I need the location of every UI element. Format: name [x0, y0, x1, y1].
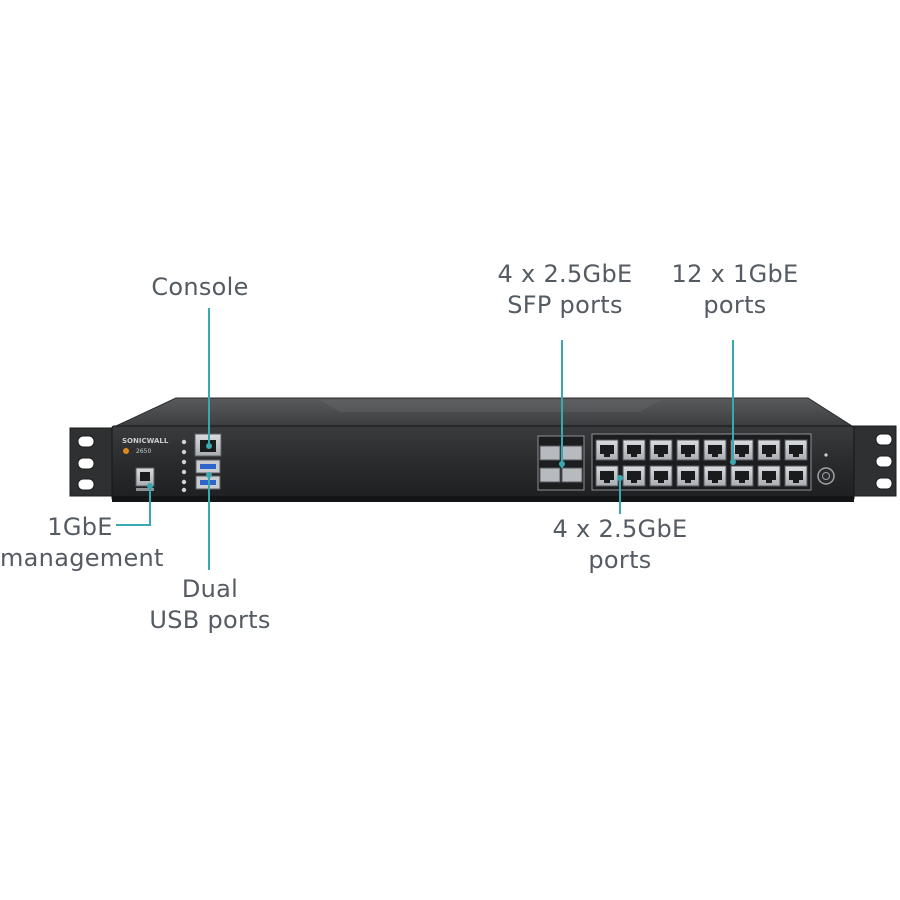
right-rack-ear	[851, 425, 897, 497]
usb-ports-label-line-2: USB ports	[149, 606, 271, 634]
rj45-port-bank	[591, 433, 812, 491]
console-label: Console	[120, 272, 280, 303]
gbe-ports-label-line-1: 12 x 1GbE	[671, 260, 799, 288]
sfp-ports-label: 4 x 2.5GbE SFP ports	[470, 259, 660, 321]
gbe25-ports-label-line-1: 4 x 2.5GbE	[552, 515, 688, 543]
gbe-ports-label: 12 x 1GbE ports	[650, 259, 820, 321]
rj45-port	[595, 465, 619, 487]
rj45-port	[703, 439, 727, 461]
status-leds	[181, 439, 187, 493]
usb-ports-label-line-1: Dual	[181, 575, 239, 603]
rj45-port	[622, 465, 646, 487]
rj45-port	[676, 439, 700, 461]
management-label-line-1: 1GbE	[47, 513, 113, 541]
rj45-port	[649, 439, 673, 461]
sonicwall-logo: SONICWALL 2650	[122, 437, 169, 455]
rj45-port	[676, 465, 700, 487]
power-button	[817, 453, 835, 485]
console-label-line-1: Console	[151, 273, 249, 301]
management-label-line-2: management	[0, 544, 164, 572]
rj45-port	[730, 439, 754, 461]
svg-text:SONICWALL: SONICWALL	[122, 437, 169, 445]
management-port	[135, 467, 155, 491]
rj45-port	[703, 465, 727, 487]
sfp-cage	[537, 435, 585, 491]
left-rack-ear	[69, 427, 113, 497]
management-label: 1GbE management	[0, 512, 164, 574]
management-callout-line	[116, 486, 151, 526]
usb-ports-label: Dual USB ports	[130, 574, 290, 636]
svg-text:2650: 2650	[136, 448, 151, 455]
rj45-port	[730, 465, 754, 487]
gbe-ports-label-line-2: ports	[703, 291, 767, 319]
rj45-port	[595, 439, 619, 461]
rj45-port	[757, 465, 781, 487]
rj45-port	[784, 465, 808, 487]
rj45-port	[622, 439, 646, 461]
callout-lines	[116, 308, 734, 570]
sfp-ports-label-line-2: SFP ports	[507, 291, 623, 319]
rj45-port	[757, 439, 781, 461]
gbe25-ports-label-line-2: ports	[588, 546, 652, 574]
gbe25-ports-label: 4 x 2.5GbE ports	[530, 514, 710, 576]
sfp-ports-label-line-1: 4 x 2.5GbE	[497, 260, 633, 288]
rj45-port	[784, 439, 808, 461]
callout-dots	[147, 443, 736, 489]
rj45-port	[649, 465, 673, 487]
